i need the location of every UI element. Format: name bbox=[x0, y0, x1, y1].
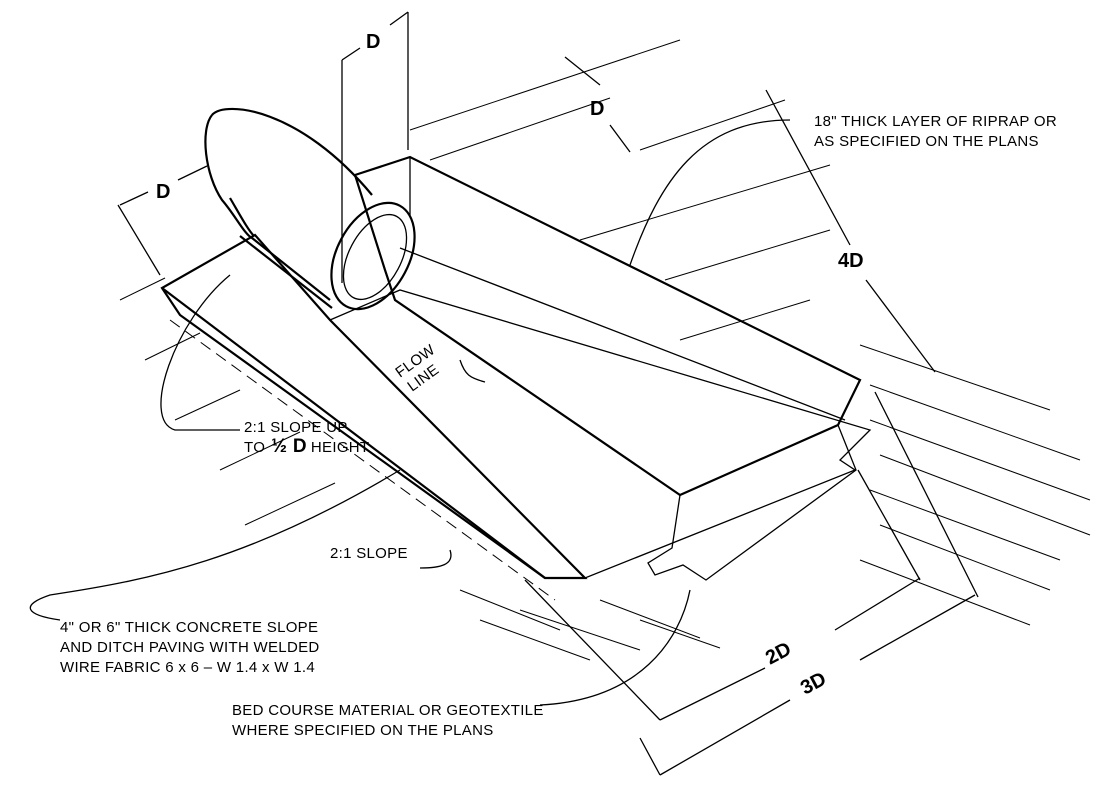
dimension-lines bbox=[117, 11, 979, 776]
culvert-pipe bbox=[204, 107, 416, 311]
bed-course-label-line2: WHERE SPECIFIED ON THE PLANS bbox=[232, 722, 494, 739]
bed-course-label-line1: BED COURSE MATERIAL OR GEOTEXTILE bbox=[232, 702, 544, 719]
dim-pipe-diameter-top: D bbox=[366, 31, 380, 53]
dim-pipe-diameter-side: D bbox=[156, 181, 170, 203]
slope-up-label-line1: 2:1 SLOPE UP bbox=[244, 419, 348, 436]
riprap-layer bbox=[353, 155, 862, 497]
dim-length-3d: 3D bbox=[797, 668, 830, 699]
slope-up-value: ½ D bbox=[271, 436, 307, 457]
riprap-label-line2: AS SPECIFIED ON THE PLANS bbox=[814, 133, 1039, 150]
leader-lines bbox=[29, 119, 791, 706]
dim-riprap-offset: D bbox=[590, 98, 604, 120]
dim-riprap-width-4d: 4D bbox=[838, 250, 864, 272]
concrete-slope-paving bbox=[160, 233, 872, 601]
slope-up-suffix: HEIGHT bbox=[311, 439, 369, 456]
slope-up-prefix: TO bbox=[244, 439, 265, 456]
slope-label: 2:1 SLOPE bbox=[330, 545, 408, 562]
concrete-label-line2: AND DITCH PAVING WITH WELDED bbox=[60, 639, 320, 656]
ground-lines bbox=[119, 39, 1091, 661]
riprap-label-line1: 18" THICK LAYER OF RIPRAP OR bbox=[814, 113, 1057, 130]
dim-length-2d: 2D bbox=[762, 638, 795, 669]
concrete-label-line1: 4" OR 6" THICK CONCRETE SLOPE bbox=[60, 619, 318, 636]
concrete-label-line3: WIRE FABRIC 6 x 6 – W 1.4 x W 1.4 bbox=[60, 659, 315, 676]
bed-course-layer bbox=[647, 424, 857, 581]
